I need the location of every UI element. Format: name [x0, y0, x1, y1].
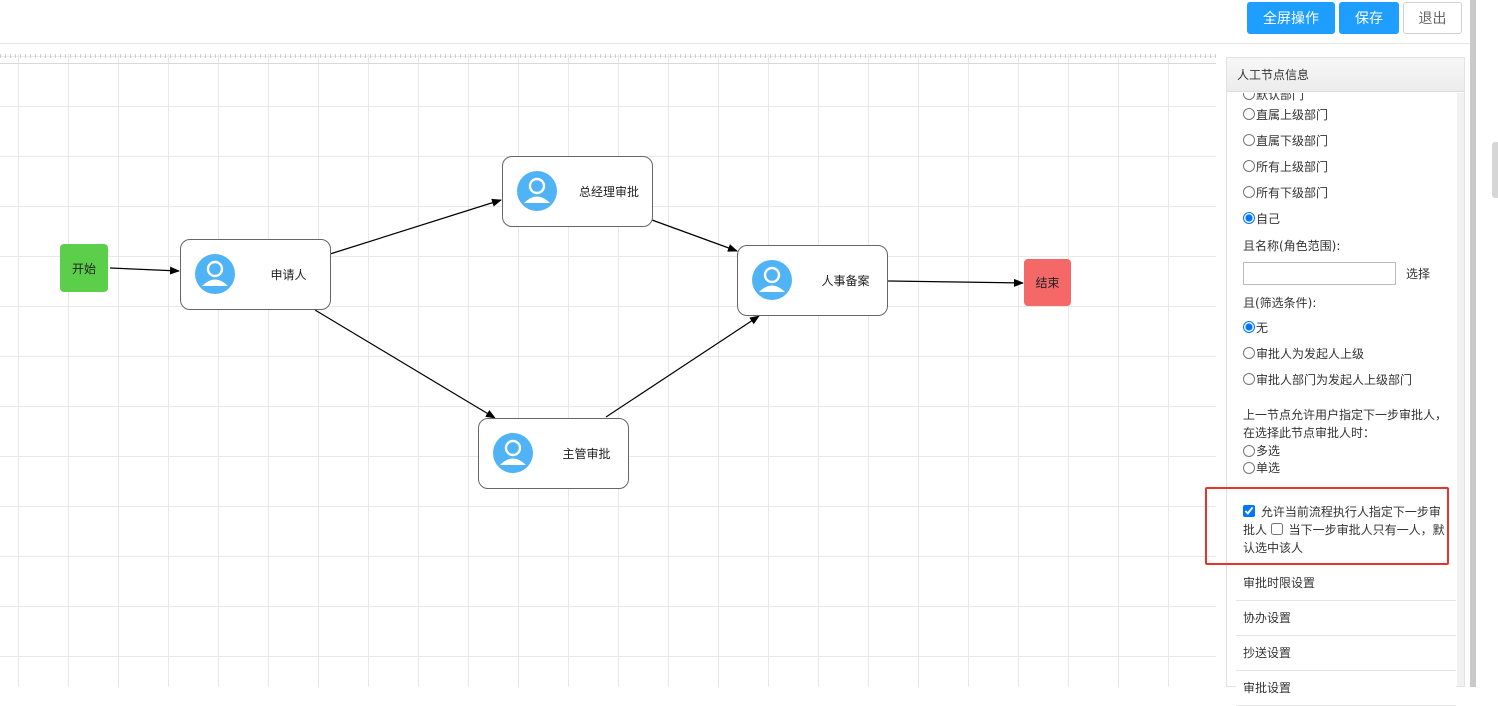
role-scope-label: 且名称(角色范围):: [1243, 239, 1341, 253]
exit-button[interactable]: 退出: [1403, 2, 1462, 34]
dept-option[interactable]: 所有下级部门: [1243, 179, 1449, 205]
dept-option-label: 默认部门: [1256, 93, 1305, 102]
panel-title: 人工节点信息: [1227, 58, 1464, 92]
flow-edges: [109, 198, 1024, 419]
user-icon: [517, 171, 557, 211]
node-hr-record-label: 人事备案: [821, 274, 870, 288]
dept-option-label: 所有下级部门: [1256, 185, 1329, 200]
select-link[interactable]: 选择: [1406, 266, 1431, 281]
dept-option[interactable]: 默认部门: [1243, 93, 1449, 102]
panel-body[interactable]: 默认部门 直属上级部门 直属下级部门 所有上级部门 所有下级部门 自己 且名称(…: [1227, 93, 1457, 686]
radio-multi[interactable]: [1243, 444, 1255, 457]
panel-scrollbar[interactable]: [1457, 93, 1464, 686]
save-button[interactable]: 保存: [1339, 2, 1399, 34]
allow-assign-label: 允许当前流程执行人指定下一步审批人: [1243, 505, 1441, 537]
start-node-label: 开始: [71, 261, 96, 276]
filter-option-label: 无: [1256, 320, 1269, 335]
dept-option-label: 自己: [1256, 211, 1281, 226]
filter-option[interactable]: 审批人为发起人上级: [1243, 340, 1449, 366]
dept-option-label: 所有上级部门: [1256, 159, 1329, 174]
filter-option[interactable]: 无: [1243, 314, 1449, 340]
node-gm-approval[interactable]: 总经理审批: [502, 156, 653, 227]
side-gutter: [1476, 0, 1498, 687]
canvas-ruler: [0, 54, 1216, 64]
start-node[interactable]: 开始: [60, 244, 108, 292]
allow-assign-checkbox[interactable]: [1243, 505, 1255, 517]
node-supervisor-approval-label: 主管审批: [562, 447, 611, 461]
filter-option-label: 审批人为发起人上级: [1256, 346, 1365, 361]
user-icon: [493, 433, 533, 473]
filter-option[interactable]: 审批人部门为发起人上级部门: [1243, 366, 1449, 392]
node-gm-approval-label: 总经理审批: [579, 185, 640, 199]
node-supervisor-approval[interactable]: 主管审批: [478, 418, 629, 489]
node-hr-record[interactable]: 人事备案: [737, 245, 888, 316]
dept-option[interactable]: 直属下级部门: [1243, 127, 1449, 153]
select-mode-option[interactable]: 多选: [1243, 442, 1449, 459]
edge-supervisor-to-hr[interactable]: [605, 315, 760, 418]
radio-dept-4[interactable]: [1243, 186, 1255, 198]
select-mode-option[interactable]: 单选: [1243, 459, 1449, 476]
dept-option-label: 直属上级部门: [1256, 107, 1329, 122]
top-toolbar: 全屏操作 保存 退出: [0, 0, 1470, 44]
radio-dept-5[interactable]: [1243, 212, 1255, 224]
assign-next-approver-group: 允许当前流程执行人指定下一步审批人 当下一步审批人只有一人，默认选中该人: [1243, 503, 1448, 557]
end-node-label: 结束: [1035, 276, 1060, 290]
edge-gm-to-hr[interactable]: [651, 219, 738, 252]
end-node[interactable]: 结束: [1024, 259, 1071, 306]
default-select-checkbox[interactable]: [1270, 523, 1283, 535]
panel-sections: 审批时限设置 协办设置 抄送设置 审批设置: [1236, 566, 1456, 706]
dept-option[interactable]: 直属上级部门: [1243, 101, 1449, 127]
fullscreen-button[interactable]: 全屏操作: [1247, 2, 1335, 34]
radio-single[interactable]: [1243, 461, 1255, 474]
edge-hr-to-end[interactable]: [886, 278, 1024, 287]
dept-option[interactable]: 所有上级部门: [1243, 153, 1449, 179]
select-mode-label: 单选: [1256, 461, 1281, 475]
default-select-label: 当下一步审批人只有一人，默认选中该人: [1243, 523, 1445, 555]
dept-option[interactable]: 自己: [1243, 205, 1449, 231]
section-time-limit[interactable]: 审批时限设置: [1236, 566, 1456, 601]
edge-start-to-applicant[interactable]: [109, 266, 180, 275]
role-scope-input[interactable]: [1243, 261, 1396, 285]
radio-filter-1[interactable]: [1243, 347, 1255, 359]
section-cc[interactable]: 抄送设置: [1236, 636, 1456, 671]
select-mode-label: 多选: [1256, 444, 1281, 458]
section-assist[interactable]: 协办设置: [1236, 601, 1456, 636]
edge-applicant-to-supervisor[interactable]: [314, 309, 496, 419]
radio-dept-2[interactable]: [1243, 134, 1255, 146]
user-icon: [195, 254, 235, 294]
collapse-handle[interactable]: [1492, 142, 1498, 198]
section-approval[interactable]: 审批设置: [1236, 671, 1456, 706]
edge-applicant-to-gm[interactable]: [329, 198, 502, 255]
flow-canvas[interactable]: 开始 申请人 总经理审批 人事备案 主管审批 结束: [0, 54, 1216, 687]
next-approver-description: 上一节点允许用户指定下一步审批人，在选择此节点审批人时：: [1243, 408, 1448, 440]
node-applicant-label: 申请人: [270, 268, 307, 282]
window-divider: [1470, 0, 1476, 687]
node-applicant[interactable]: 申请人: [180, 239, 331, 310]
radio-dept-3[interactable]: [1243, 160, 1255, 172]
radio-filter-0[interactable]: [1243, 321, 1255, 333]
radio-dept-1[interactable]: [1243, 108, 1255, 120]
filter-option-label: 审批人部门为发起人上级部门: [1256, 372, 1413, 387]
radio-filter-2[interactable]: [1243, 373, 1255, 385]
radio-dept-0[interactable]: [1243, 93, 1255, 100]
filter-label: 且(筛选条件):: [1243, 296, 1317, 310]
dept-option-label: 直属下级部门: [1256, 133, 1329, 148]
user-icon: [752, 260, 792, 300]
